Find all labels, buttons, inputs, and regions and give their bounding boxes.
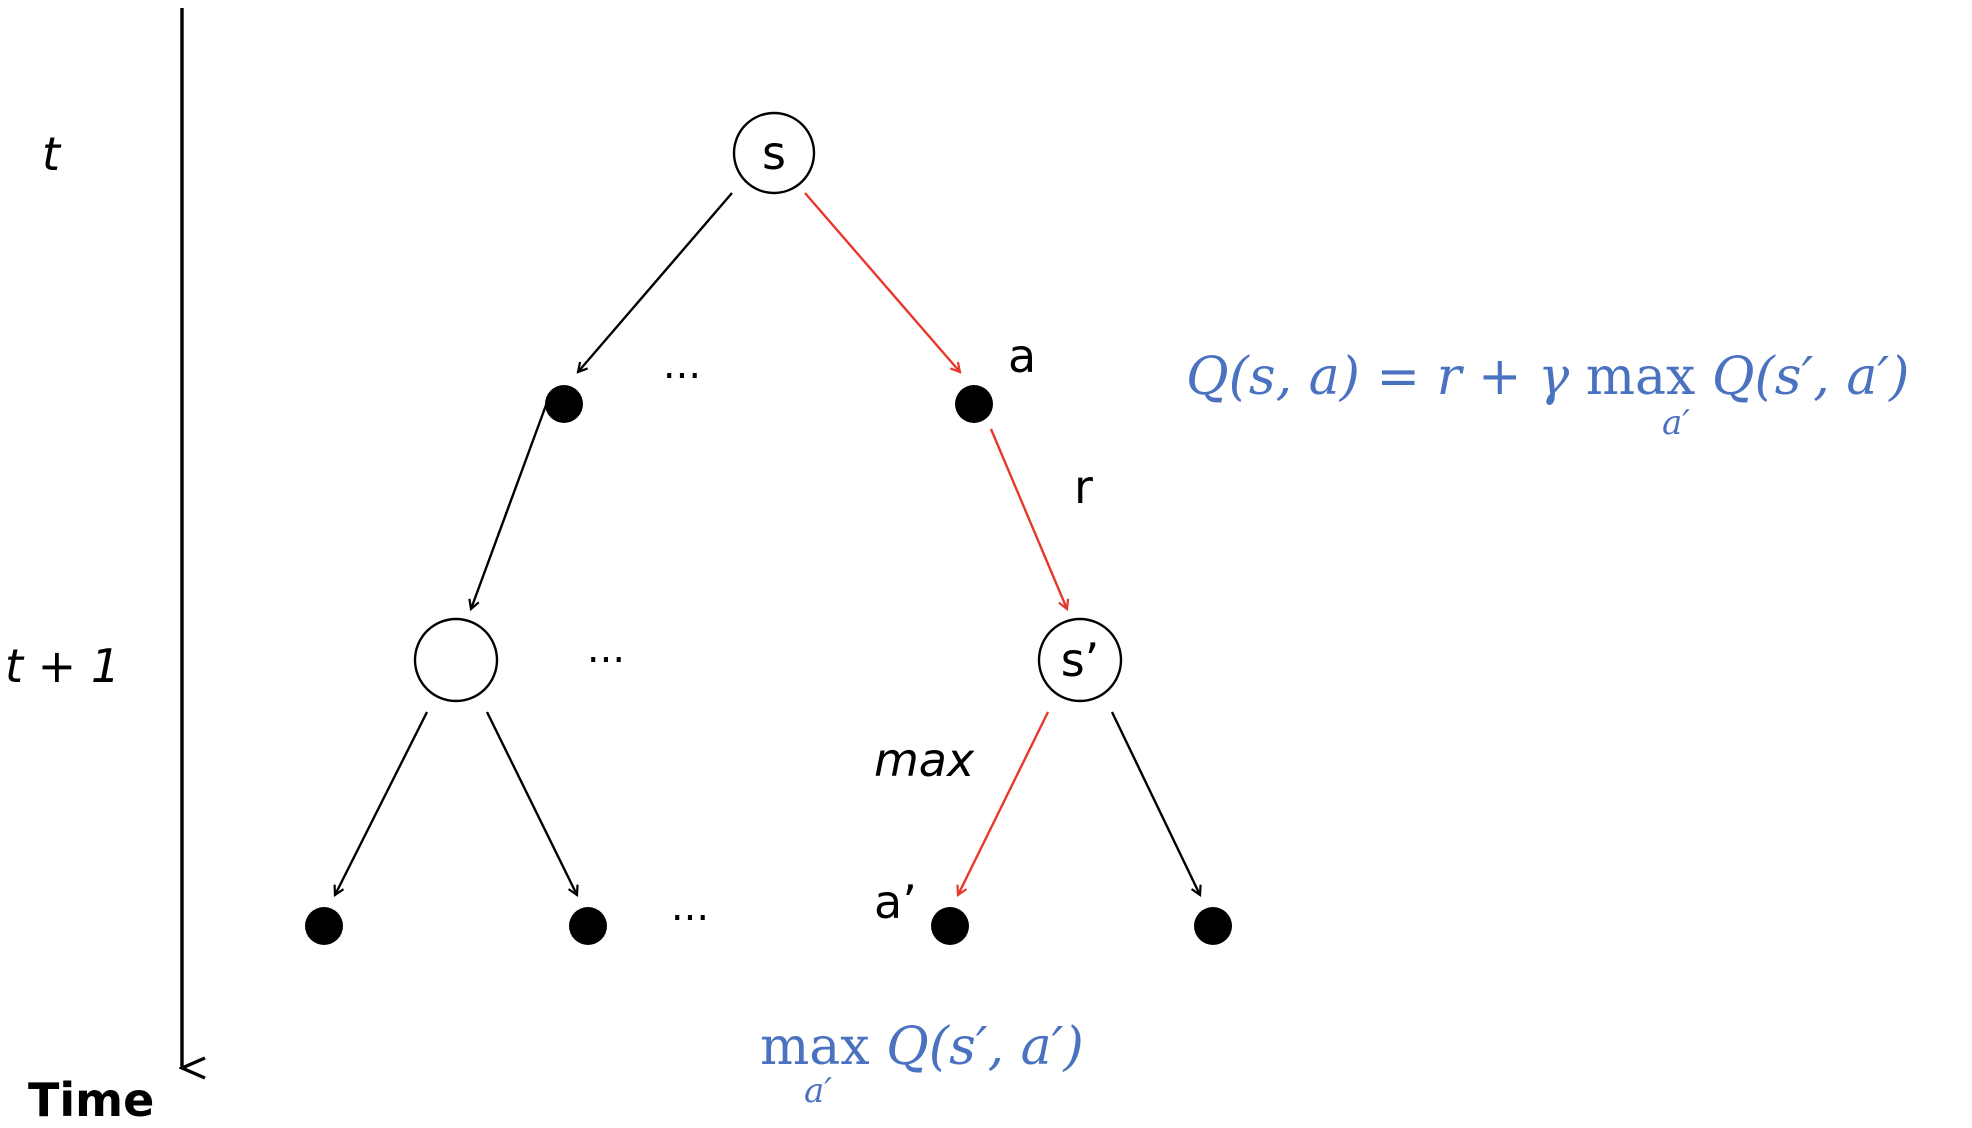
edge-left-action-to-left-state xyxy=(471,396,551,609)
reward-label: r xyxy=(1074,460,1093,514)
target-max-subscript: a′ xyxy=(804,1071,832,1111)
edge-root-to-chosen-action xyxy=(804,192,960,372)
time-axis-label: Time xyxy=(28,1073,154,1127)
bellman-max-subscript: a′ xyxy=(1662,403,1690,443)
time-label-t-plus-1: t + 1 xyxy=(5,639,120,693)
next-action-label: a’ xyxy=(874,875,917,929)
root-state-label: s xyxy=(762,126,786,180)
next-state-label: s’ xyxy=(1061,633,1100,687)
edge-root-to-left-action xyxy=(578,192,733,372)
action-label: a xyxy=(1008,329,1036,383)
chosen-action-node xyxy=(955,385,993,423)
time-label-t: t xyxy=(42,127,62,181)
edge-left-state-to-leaf-2 xyxy=(485,711,577,895)
left-action-node xyxy=(545,385,583,423)
root-state-node xyxy=(732,111,816,195)
bellman-equation: Q(s, a) = r + γ max Q(s′, a′) a′ xyxy=(1186,347,1909,443)
target-max-expression: max Q(s′, a′) xyxy=(760,1017,1084,1077)
ellipsis-actions-t: ... xyxy=(663,342,701,388)
edge-max-action xyxy=(958,711,1050,895)
max-operator-label: max xyxy=(874,733,975,787)
target-expression: max Q(s′, a′) a′ xyxy=(760,1017,1084,1111)
ellipsis-states-t1: ... xyxy=(587,626,625,672)
leaf-action-node-4 xyxy=(1194,907,1232,945)
leaf-action-node-2 xyxy=(569,907,607,945)
bellman-max-word: max xyxy=(1586,347,1696,407)
edge-reward-transition xyxy=(989,428,1067,609)
leaf-action-node-1 xyxy=(305,907,343,945)
max-action-node xyxy=(931,907,969,945)
left-next-state-node xyxy=(413,617,499,703)
next-state-node xyxy=(1037,617,1123,703)
edge-left-state-to-leaf-1 xyxy=(335,711,429,895)
bellman-rhs: Q(s′, a′) xyxy=(1695,347,1909,407)
ellipsis-leaf-actions: ... xyxy=(671,884,709,930)
bellman-lhs: Q(s, a) = r + γ max Q(s′, a′) xyxy=(1186,347,1909,407)
edge-next-state-to-leaf-4 xyxy=(1110,711,1200,895)
